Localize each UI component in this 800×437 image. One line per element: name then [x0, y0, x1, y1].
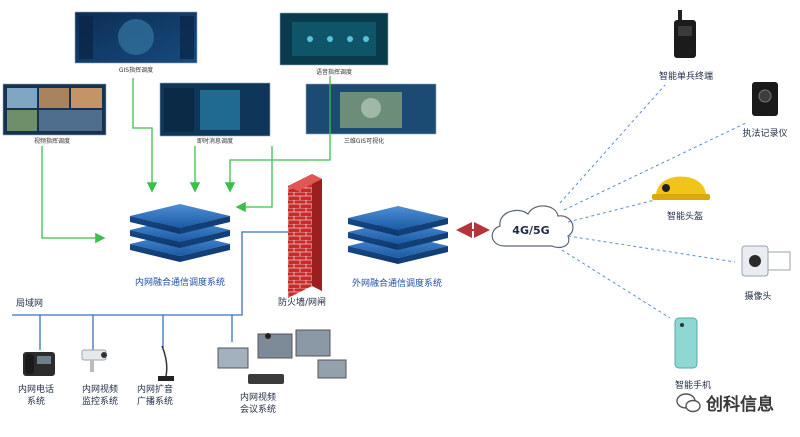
- label-video-dispatch: 视频指挥调度: [34, 137, 70, 145]
- label-tel-line2: 系统: [27, 395, 45, 407]
- label-tel-line1: 内网电话: [18, 383, 54, 395]
- arrow-video: [41, 146, 106, 244]
- label-recorder: 执法记录仪: [742, 127, 787, 139]
- label-gis-dispatch: GIS指挥调度: [119, 66, 153, 74]
- lan-bus: [12, 231, 288, 350]
- label-lan: 局域网: [16, 297, 43, 309]
- label-monitor-line2: 监控系统: [82, 395, 118, 407]
- wireless-links: [559, 84, 749, 319]
- wechat-icon: [676, 392, 701, 412]
- gis-dispatch-screen: [74, 11, 198, 64]
- arrow-gis: [132, 78, 158, 193]
- label-3d-gis: 三维GIS可视化: [344, 137, 384, 145]
- conference-system-icon: [217, 329, 347, 384]
- label-conference-line1: 内网视频: [240, 391, 276, 403]
- label-instant-dispatch: 即时消息调度: [197, 137, 233, 145]
- label-firewall: 防火墙/网闸: [278, 296, 326, 308]
- smartphone-icon: [674, 317, 698, 369]
- body-camera-icon: [752, 82, 778, 116]
- label-monitor-line1: 内网视频: [82, 383, 118, 395]
- label-camera: 摄像头: [744, 290, 771, 302]
- label-outer-system: 外网融合通信调度系统: [352, 277, 442, 289]
- desk-phone-icon: [23, 352, 55, 376]
- smart-helmet-icon: [652, 176, 710, 200]
- label-inner-system: 内网融合通信调度系统: [135, 276, 225, 288]
- voice-dispatch-screen: [279, 12, 389, 66]
- data-flow-arrows: [41, 76, 331, 244]
- ptz-camera-icon: [741, 245, 791, 277]
- label-broadcast-line1: 内网扩音: [137, 383, 173, 395]
- cloud-icon: [491, 205, 574, 249]
- inner-server-stack: [130, 204, 230, 262]
- watermark: 创科信息: [676, 390, 774, 415]
- watermark-text: 创科信息: [706, 395, 774, 415]
- microphone-icon: [158, 345, 174, 381]
- label-conference-line2: 会议系统: [240, 403, 276, 415]
- label-broadcast-line2: 广播系统: [137, 395, 173, 407]
- arrow-3d: [235, 146, 273, 213]
- outer-server-stack: [348, 206, 448, 264]
- walkie-talkie-icon: [674, 10, 696, 58]
- label-network: 4G/5G: [512, 224, 549, 237]
- video-dispatch-screen: [2, 83, 107, 136]
- gis-3d-screen: [305, 83, 437, 135]
- firewall-icon: [288, 174, 322, 298]
- instant-message-screen: [159, 82, 271, 137]
- label-helmet: 智能头盔: [667, 210, 703, 222]
- surveillance-camera-icon: [81, 349, 107, 372]
- arrow-voice: [224, 76, 331, 193]
- label-voice-dispatch: 语音指挥调度: [316, 68, 352, 76]
- label-soldier: 智能单兵终端: [659, 70, 713, 82]
- label-phone: 智能手机: [675, 379, 711, 391]
